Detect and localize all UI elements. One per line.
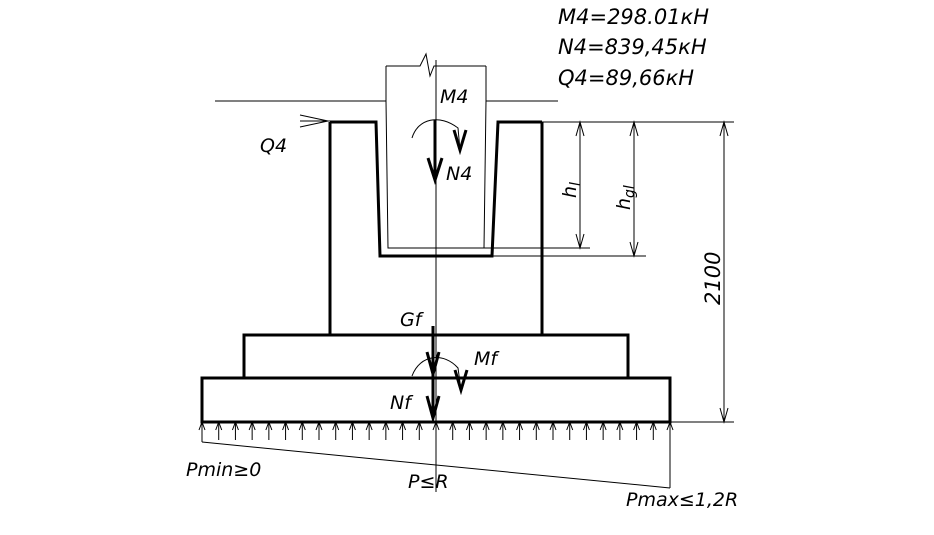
- pressure-arrow-head: [633, 420, 641, 431]
- dim-height: [646, 120, 734, 424]
- svg-text:h: h: [559, 186, 581, 198]
- q4-arrow: [299, 114, 330, 128]
- pressure-arrow-head: [549, 420, 557, 431]
- pressure-arrow-head: [348, 420, 356, 431]
- n4-arrow: [426, 120, 444, 185]
- pressure-arrow-head: [365, 420, 373, 431]
- soil-pressure-diagram: [198, 420, 674, 489]
- m4-moment-arrow: [411, 119, 468, 156]
- svg-text:gl: gl: [622, 185, 638, 198]
- nf-label: Nf: [390, 392, 414, 414]
- hgl-label: h gl: [613, 185, 638, 210]
- p-label: P≤R: [408, 471, 449, 493]
- pressure-arrow-head: [215, 420, 223, 431]
- height-label: 2100: [701, 252, 725, 305]
- pressure-arrow-head: [399, 420, 407, 431]
- q4-label: Q4: [260, 135, 287, 157]
- hl-label: h l: [559, 182, 584, 198]
- pressure-arrow-head: [265, 420, 273, 431]
- pressure-arrow-head: [482, 420, 490, 431]
- svg-text:l: l: [568, 182, 584, 186]
- pressure-arrow-head: [532, 420, 540, 431]
- mf-label: Mf: [474, 348, 500, 370]
- pressure-arrow-head: [516, 420, 524, 431]
- pressure-arrow-head: [298, 420, 306, 431]
- svg-text:h: h: [613, 198, 635, 210]
- pressure-arrow-head: [415, 420, 423, 431]
- pressure-arrow-head: [616, 420, 624, 431]
- n4-label: N4: [446, 163, 472, 185]
- pressure-arrow-head: [231, 420, 239, 431]
- pressure-arrow-head: [315, 420, 323, 431]
- dim-hgl: [492, 120, 646, 258]
- pressure-arrow-head: [432, 420, 440, 431]
- pmax-label: Pmax≤1,2R: [626, 489, 738, 511]
- dim-hl: [484, 120, 590, 250]
- pressure-arrow-head: [248, 420, 256, 431]
- pressure-arrow-head: [332, 420, 340, 431]
- pressure-arrow-head: [449, 420, 457, 431]
- gf-label: Gf: [400, 309, 425, 331]
- pressure-arrow-head: [599, 420, 607, 431]
- pressure-arrow-head: [582, 420, 590, 431]
- pressure-arrow-head: [282, 420, 290, 431]
- mf-moment-arrow: [411, 357, 469, 396]
- m4-value-label: M4=298.01кН: [558, 5, 709, 29]
- pressure-arrow-head: [465, 420, 473, 431]
- svg-text:2100: 2100: [701, 252, 725, 305]
- m4-label: M4: [440, 86, 468, 108]
- pmin-label: Pmin≥0: [186, 459, 261, 481]
- pressure-arrow-head: [649, 420, 657, 431]
- pressure-arrow-head: [382, 420, 390, 431]
- pressure-arrow-head: [499, 420, 507, 431]
- gf-arrow: [425, 326, 441, 380]
- nf-arrow: [425, 374, 441, 424]
- pressure-arrow-head: [666, 420, 674, 431]
- pressure-arrow-head: [198, 420, 206, 431]
- pressure-arrow-head: [566, 420, 574, 431]
- n4-value-label: N4=839,45кН: [558, 35, 707, 59]
- q4-value-label: Q4=89,66кН: [558, 66, 694, 90]
